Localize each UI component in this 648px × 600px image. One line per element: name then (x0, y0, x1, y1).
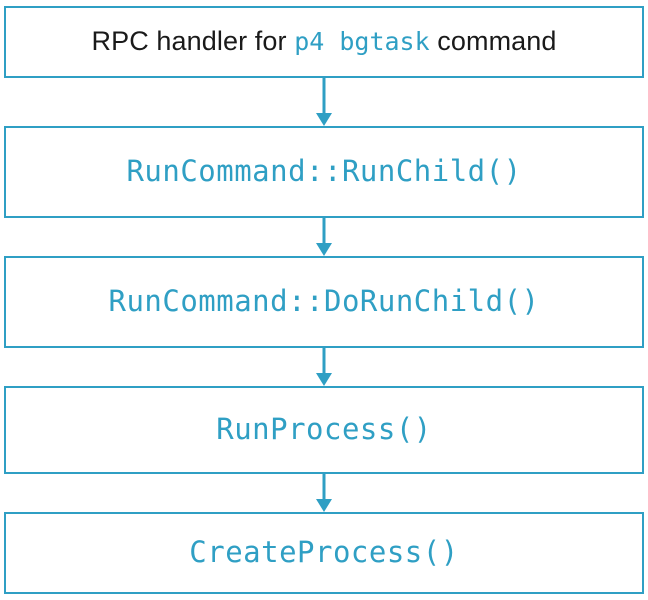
arrow-head-down-icon (316, 499, 332, 512)
arrow-shaft (322, 348, 326, 374)
flow-node-dorunchild: RunCommand::DoRunChild() (4, 256, 644, 348)
flow-node-label: CreateProcess() (189, 535, 459, 570)
flow-node-createprocess: CreateProcess() (4, 512, 644, 594)
flow-node-runprocess: RunProcess() (4, 386, 644, 474)
flow-node-suffix-text: command (429, 26, 557, 57)
flow-node-code-text: p4 bgtask (294, 27, 430, 57)
arrow-head-down-icon (316, 373, 332, 386)
arrow-shaft (322, 78, 326, 114)
flow-node-label: RunCommand::RunChild() (126, 154, 522, 189)
flow-node-prefix-text: RPC handler for (91, 26, 295, 57)
flow-node-label: RPC handler for p4 bgtask command (91, 26, 557, 57)
arrow-shaft (322, 474, 326, 500)
flow-node-label: RunCommand::DoRunChild() (108, 284, 540, 319)
flow-node-rpc-handler: RPC handler for p4 bgtask command (4, 6, 644, 78)
flow-node-runchild: RunCommand::RunChild() (4, 126, 644, 218)
arrow-shaft (322, 218, 326, 244)
arrow-head-down-icon (316, 113, 332, 126)
arrow-head-down-icon (316, 243, 332, 256)
flow-arrow-4 (316, 474, 332, 512)
flow-node-label: RunProcess() (216, 412, 432, 447)
flow-arrow-2 (316, 218, 332, 256)
flow-arrow-1 (316, 78, 332, 126)
flow-arrow-3 (316, 348, 332, 386)
